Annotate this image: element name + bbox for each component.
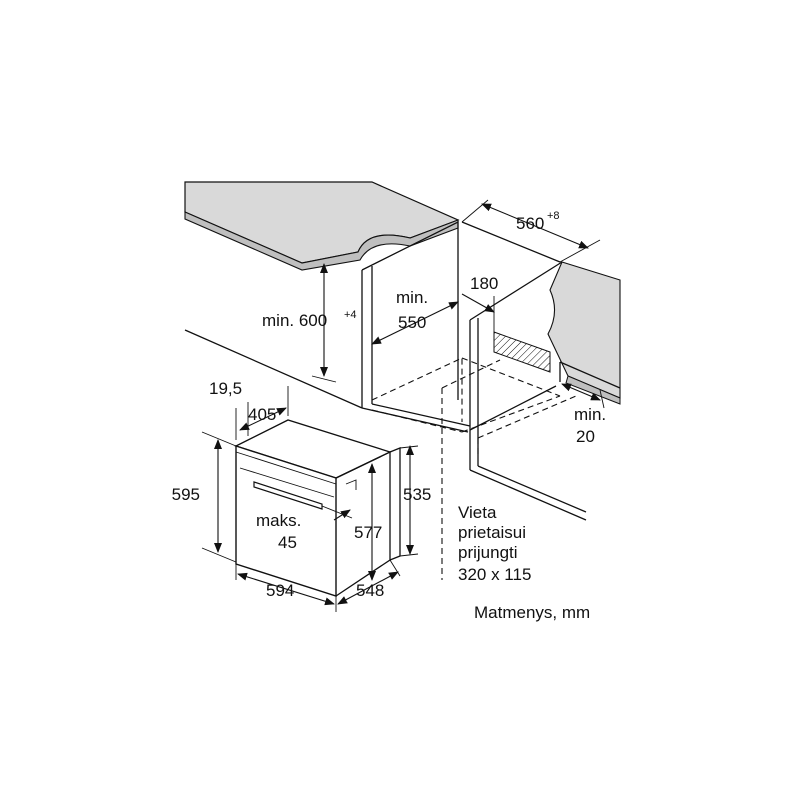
connection-note-line3: prijungti [458,543,518,562]
connection-note-line1: Vieta [458,503,497,522]
body-height-value: 577 [354,523,382,542]
oven [234,419,401,597]
niche-height-tolerance: +4 [344,309,357,321]
rear-gap-prefix: min. [574,405,606,424]
connection-note-line4: 320 x 115 [458,565,531,584]
cabinet-width-tolerance: +8 [547,210,560,222]
niche-height-label: min. 600 [262,311,327,330]
depth-min-value: 550 [398,313,426,332]
oven-outline-dashed [371,357,577,580]
rear-gap-value: 20 [576,427,595,446]
side-height-value: 535 [403,485,431,504]
handle-value: 45 [278,533,297,552]
connection-note-line2: prietaisui [458,523,526,542]
cabinet-width-dimension: 560 +8 [516,210,560,233]
cabinet-width-value: 560 [516,214,544,233]
handle-prefix: maks. [256,511,301,530]
top-depth-value: 405 [248,405,276,424]
dimension-lines [201,199,605,612]
vent-width-value: 180 [470,274,498,293]
countertop [184,181,460,271]
body-depth-value: 548 [356,581,384,600]
front-width-value: 594 [266,581,294,600]
niche-height-dimension: min. 600 +4 [262,309,357,330]
units-label: Matmenys, mm [474,603,590,622]
depth-min-prefix: min. [396,288,428,307]
connection-note: Vieta prietaisui prijungti 320 x 115 [458,503,531,584]
front-height-value: 595 [172,485,200,504]
front-offset-value: 19,5 [209,379,242,398]
